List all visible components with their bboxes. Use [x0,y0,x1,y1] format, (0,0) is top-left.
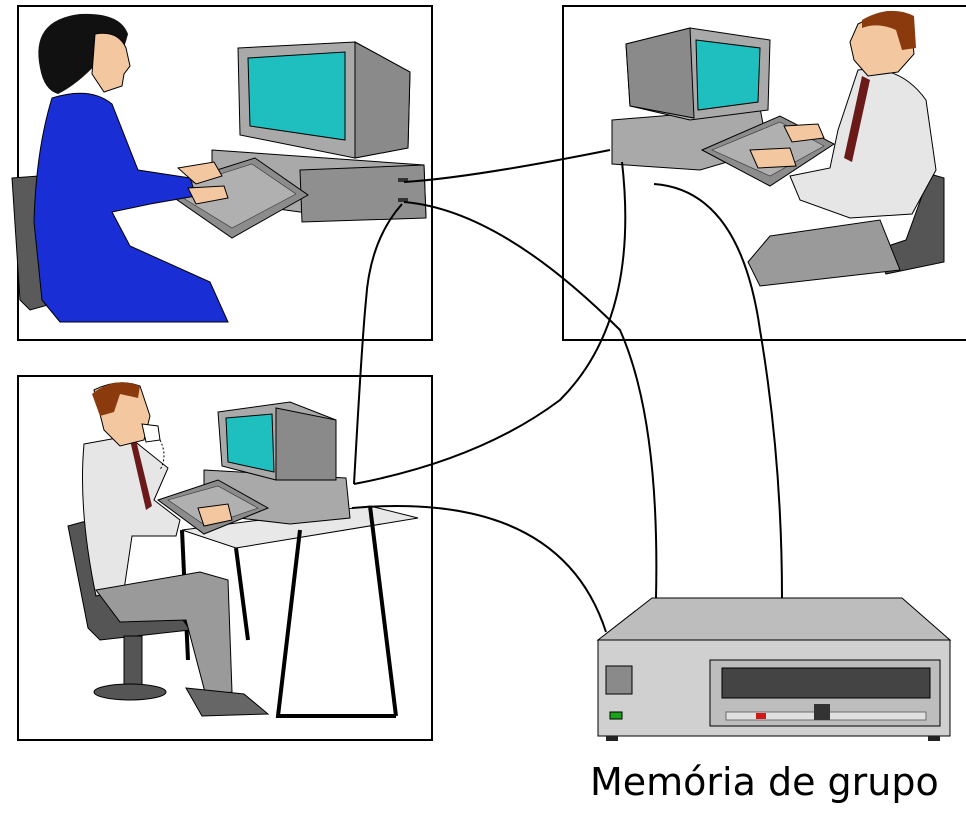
panel-top-right [562,5,966,341]
man-on-phone-computer-icon [67,382,419,718]
man-at-computer-icon [611,10,945,287]
network-connections [351,149,783,633]
group-memory-caption: Memória de grupo [590,760,939,804]
panel-top-left [11,5,433,341]
power-led-icon [609,711,623,720]
server-icon [596,597,952,741]
panel-bottom-left [17,375,433,741]
woman-at-computer-icon [11,13,427,323]
